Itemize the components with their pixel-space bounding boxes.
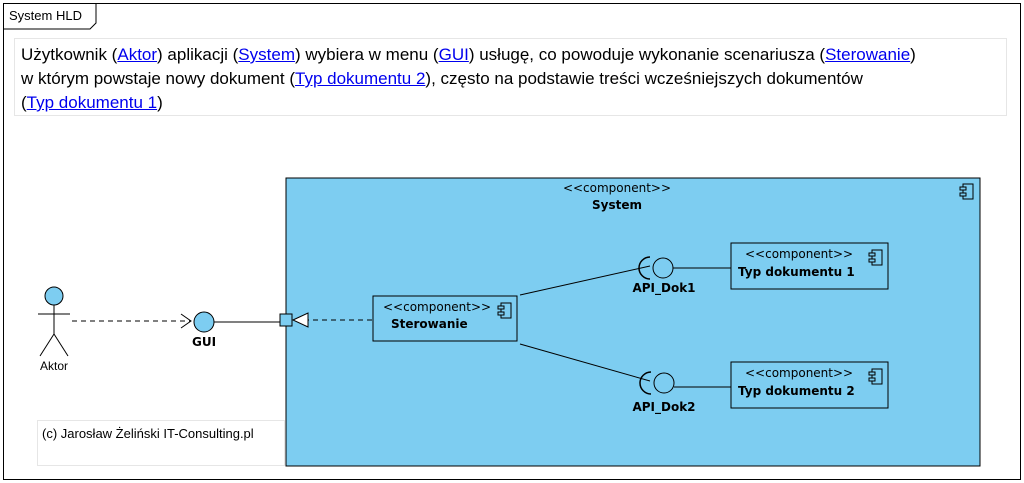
note-text: ) usługę, co powoduje wykonanie scenariu… bbox=[468, 45, 826, 64]
link-system[interactable]: System bbox=[238, 45, 295, 64]
typ2-box bbox=[730, 361, 889, 409]
typ2-stereotype: <<component>> bbox=[745, 366, 853, 380]
gui-label: GUI bbox=[192, 335, 216, 349]
actor-left-leg bbox=[39, 333, 55, 357]
note-text: w którym powstaje nowy dokument ( bbox=[21, 69, 295, 88]
frame-title: System HLD bbox=[9, 8, 82, 23]
sterowanie-name: Sterowanie bbox=[391, 317, 468, 331]
link-gui[interactable]: GUI bbox=[438, 45, 469, 64]
api-dok1-interface[interactable]: API_Dok1 bbox=[632, 256, 731, 296]
typ-dokumentu-2-component[interactable]: <<component>> Typ dokumentu 2 bbox=[730, 361, 889, 409]
note-text: ) aplikacji ( bbox=[157, 45, 239, 64]
aktor-actor[interactable]: Aktor bbox=[38, 286, 70, 373]
typ1-name: Typ dokumentu 1 bbox=[738, 265, 855, 279]
copyright-note: (c) Jarosław Żeliński IT-Consulting.pl bbox=[37, 420, 285, 466]
link-aktor[interactable]: Aktor bbox=[117, 45, 158, 64]
api2-socket bbox=[639, 371, 652, 395]
note-text: ) bbox=[910, 45, 916, 64]
sterowanie-api2-connector bbox=[519, 343, 651, 382]
sterowanie-api1-connector bbox=[519, 265, 651, 296]
typ1-stereotype: <<component>> bbox=[745, 247, 853, 261]
gui-ball bbox=[193, 311, 215, 333]
dependency-arrowhead bbox=[180, 313, 192, 329]
sterowanie-stereotype: <<component>> bbox=[383, 300, 491, 314]
realization-arrowhead bbox=[291, 312, 309, 328]
system-port[interactable] bbox=[279, 313, 293, 327]
api1-label: API_Dok1 bbox=[632, 281, 695, 296]
typ1-box bbox=[730, 242, 889, 290]
system-stereotype: <<component>> bbox=[563, 181, 671, 195]
link-typ-dokumentu-2[interactable]: Typ dokumentu 2 bbox=[295, 69, 426, 88]
gui-interface[interactable]: GUI bbox=[192, 311, 280, 349]
api-dok2-interface[interactable]: API_Dok2 bbox=[632, 371, 731, 415]
note-text: ) bbox=[157, 93, 163, 112]
note-text: ), często na podstawie treści wcześniejs… bbox=[425, 69, 863, 88]
note-text: ( bbox=[21, 93, 27, 112]
actor-label: Aktor bbox=[40, 359, 68, 373]
system-name: System bbox=[592, 198, 642, 212]
sterowanie-box bbox=[372, 295, 518, 342]
description-note: Użytkownik (Aktor) aplikacji (System) wy… bbox=[14, 38, 1007, 116]
note-text: ) wybiera w menu ( bbox=[294, 45, 439, 64]
api2-label: API_Dok2 bbox=[632, 400, 695, 415]
diagram-frame bbox=[3, 3, 1021, 480]
actor-right-leg bbox=[53, 333, 69, 357]
api1-ball bbox=[652, 257, 674, 279]
api1-socket bbox=[638, 256, 651, 280]
link-sterowanie[interactable]: Sterowanie bbox=[825, 45, 911, 64]
note-text: Użytkownik ( bbox=[21, 45, 118, 64]
actor-head bbox=[44, 286, 64, 306]
link-typ-dokumentu-1[interactable]: Typ dokumentu 1 bbox=[26, 93, 158, 112]
typ2-name: Typ dokumentu 2 bbox=[738, 384, 855, 398]
sterowanie-component[interactable]: <<component>> Sterowanie bbox=[372, 295, 518, 342]
typ-dokumentu-1-component[interactable]: <<component>> Typ dokumentu 1 bbox=[730, 242, 889, 290]
api2-ball bbox=[653, 372, 675, 394]
frame-tab-border bbox=[3, 3, 97, 30]
